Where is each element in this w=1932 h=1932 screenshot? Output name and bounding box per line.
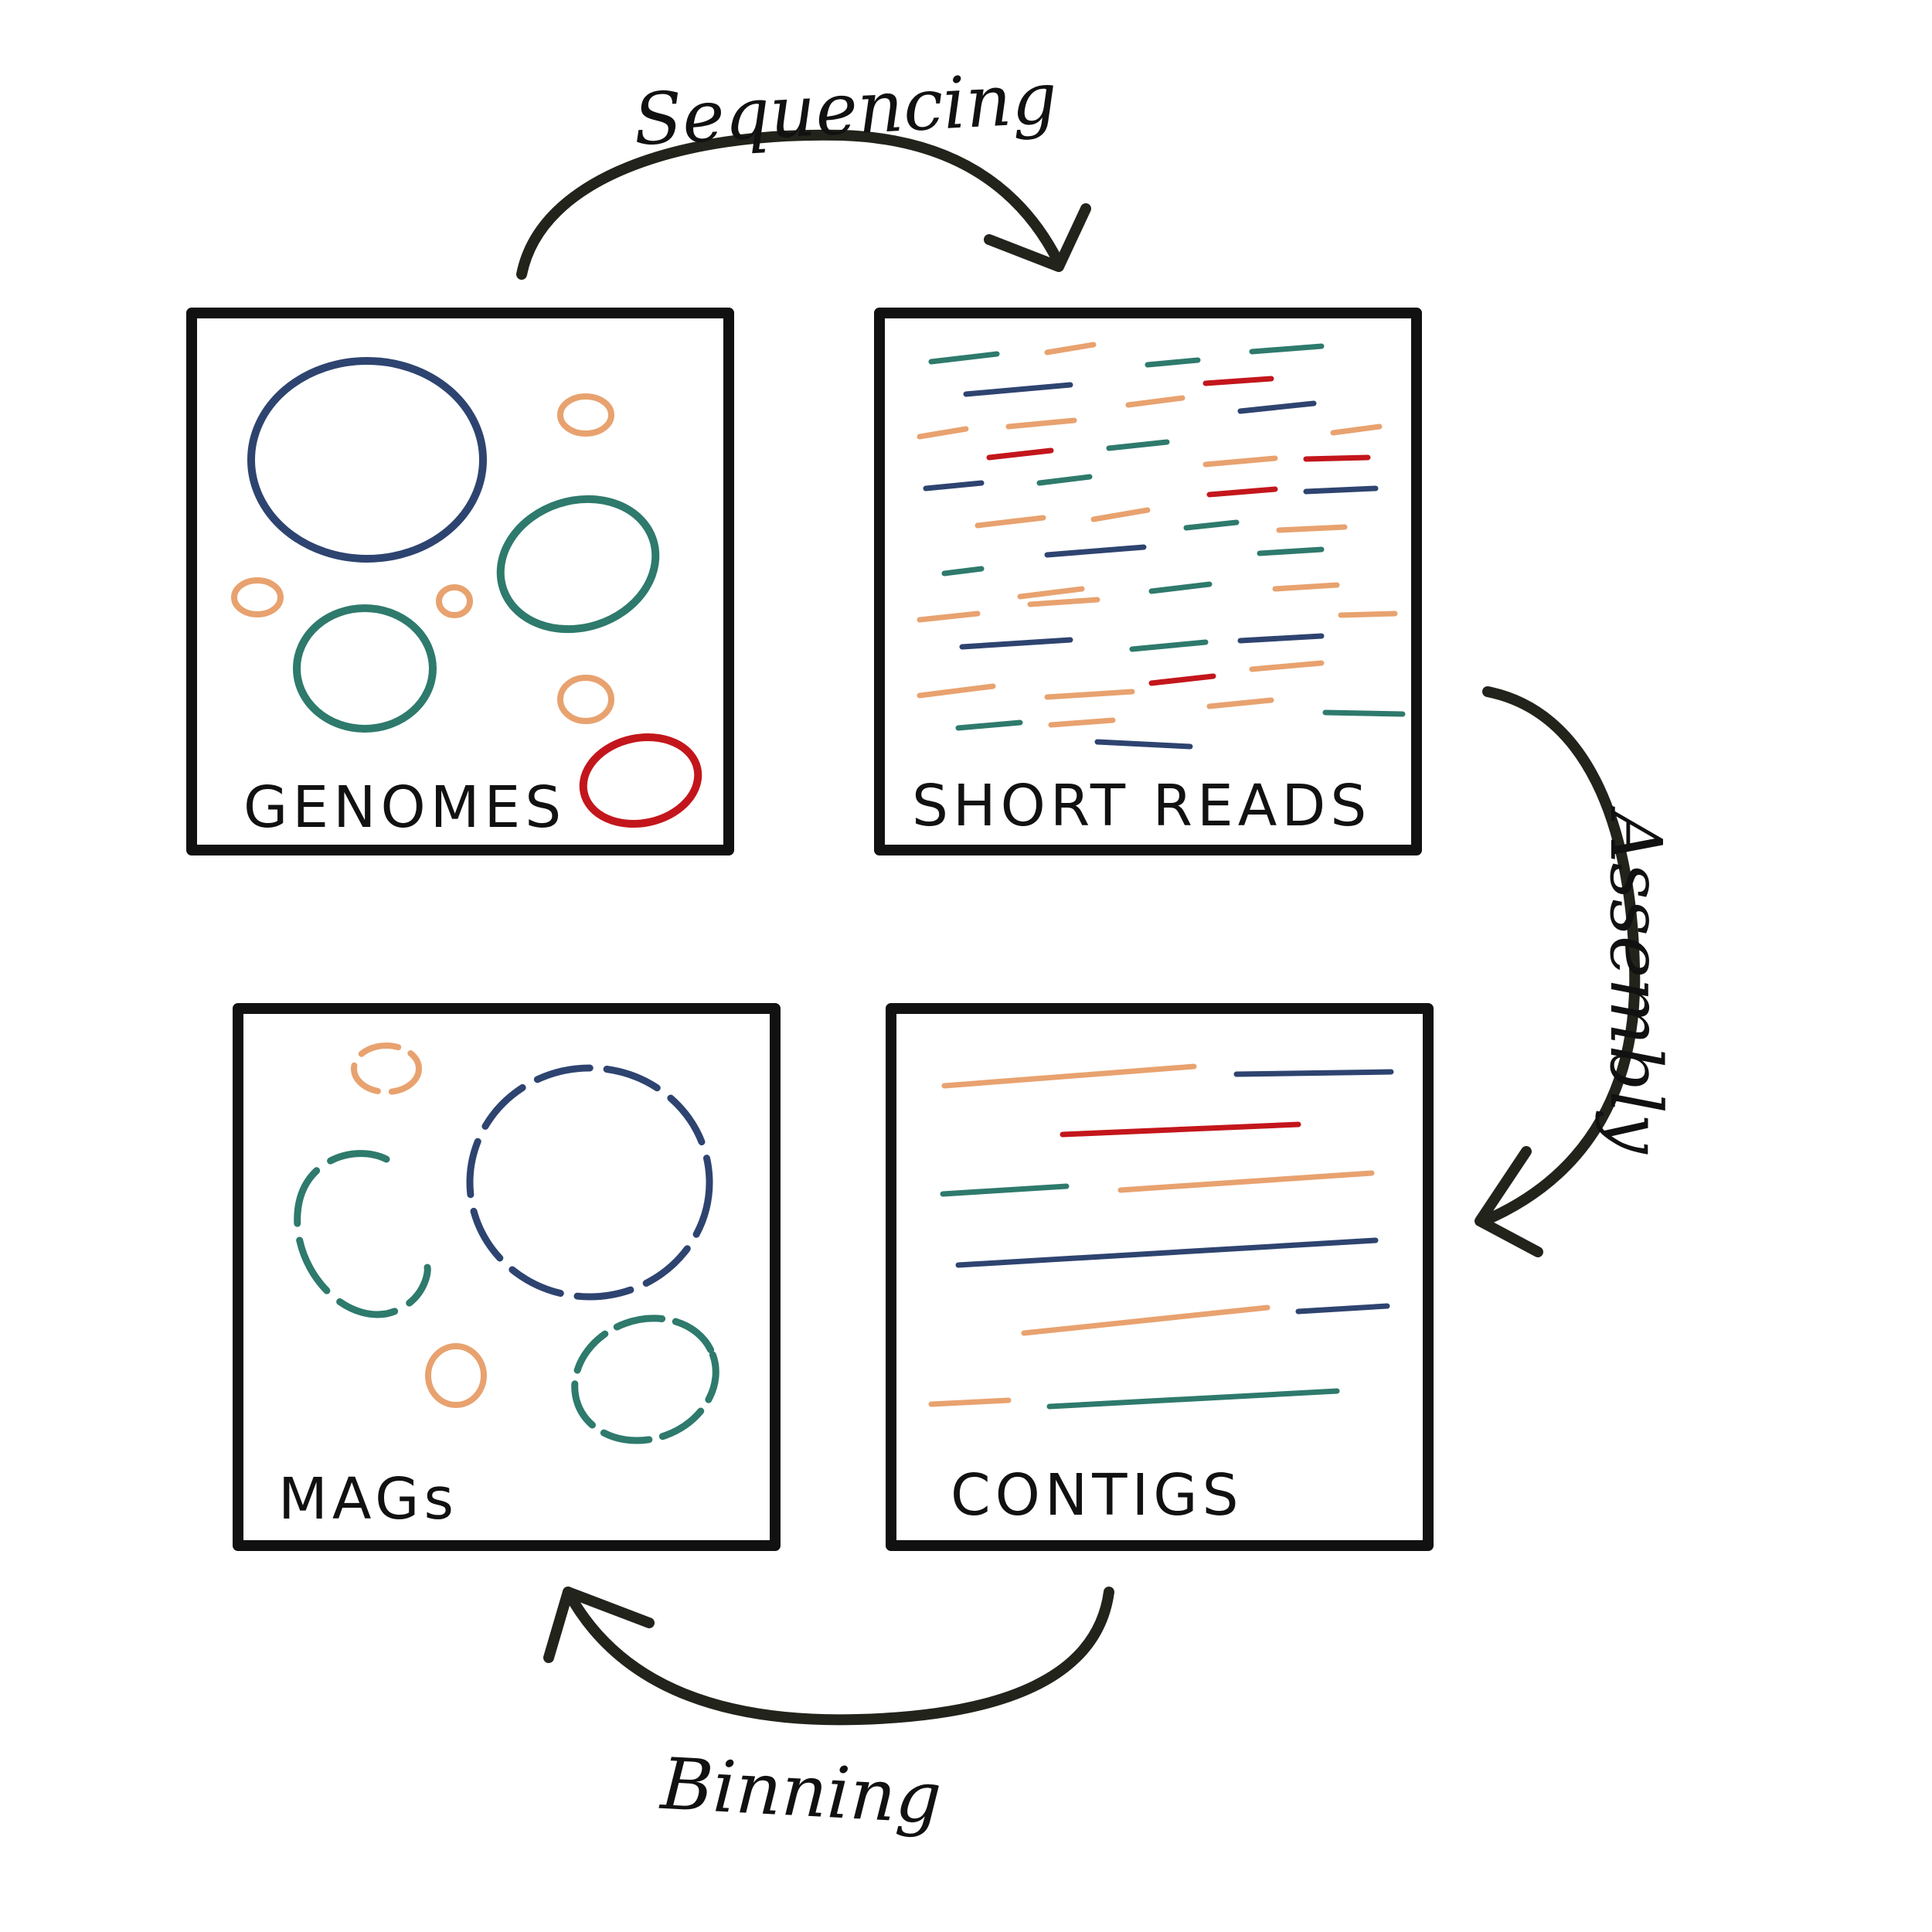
contig: [1117, 1170, 1375, 1193]
short-reads-panel-frame: [874, 308, 1422, 855]
short-read: [1322, 709, 1406, 717]
short-read: [1048, 717, 1116, 728]
short-read: [1005, 417, 1077, 430]
short-reads-group: [917, 342, 1406, 750]
short-read: [963, 382, 1073, 397]
short-read: [1044, 689, 1135, 700]
short-read: [1044, 342, 1097, 355]
short-read: [1237, 400, 1317, 414]
short-read: [975, 515, 1046, 529]
genome-circle: [557, 393, 614, 437]
mag-fragmented-circle: [351, 1043, 422, 1095]
assembly-arrow: [1475, 686, 1641, 1257]
binning-label: Binning: [658, 1743, 944, 1840]
short-read: [923, 480, 985, 492]
short-read: [1145, 357, 1201, 368]
contig: [1021, 1304, 1270, 1336]
short-read: [1237, 633, 1325, 644]
short-read: [1257, 546, 1325, 556]
mags-label: MAGs: [278, 1466, 458, 1532]
short-read: [1125, 395, 1185, 408]
short-reads-panel: SHORT READS: [874, 308, 1422, 855]
genomes-label: GENOMES: [243, 774, 566, 841]
short-read: [1044, 544, 1147, 558]
short-read: [1183, 519, 1240, 531]
binning-arrow: [543, 1587, 1114, 1726]
mags-panel-frame: [233, 1003, 781, 1551]
short-read: [1303, 454, 1371, 462]
short-read: [1206, 697, 1274, 709]
short-read: [917, 611, 981, 623]
short-read: [941, 566, 985, 577]
short-read: [1206, 486, 1278, 498]
genome-circle: [496, 495, 660, 634]
short-read: [959, 637, 1073, 650]
short-read: [1036, 474, 1093, 486]
contig: [941, 1063, 1197, 1089]
short-read: [986, 447, 1054, 461]
short-read: [1202, 455, 1278, 468]
short-read: [917, 426, 969, 440]
short-reads-label: SHORT READS: [912, 773, 1371, 839]
mag-fragmented-circle: [294, 1150, 431, 1318]
sequencing-label: Sequencing: [631, 56, 1059, 162]
short-read: [1017, 586, 1085, 600]
genomes-panel: GENOMES: [186, 308, 734, 855]
short-read: [1276, 524, 1348, 533]
genome-circle: [247, 357, 487, 563]
short-read: [1148, 673, 1216, 686]
genome-circle: [557, 675, 614, 724]
genome-circle: [231, 577, 284, 617]
genome-circle: [436, 584, 473, 618]
sequencing-arrow: [516, 129, 1091, 280]
mag-fragmented-circle: [571, 1315, 719, 1444]
short-read: [917, 683, 996, 699]
short-read: [1148, 581, 1213, 594]
assembly-label: Assembly: [1594, 805, 1677, 1155]
mag-fragmented-circle: [466, 1064, 713, 1301]
contigs-panel: CONTIGS: [886, 1003, 1434, 1551]
contig: [955, 1237, 1379, 1268]
short-read: [1330, 423, 1383, 436]
genome-circle: [579, 733, 702, 828]
short-read: [1303, 485, 1379, 495]
short-read: [1338, 611, 1398, 618]
short-read: [928, 351, 1000, 365]
short-read: [1249, 660, 1325, 672]
short-read: [1090, 507, 1151, 522]
mags-panel: MAGs: [233, 1003, 781, 1551]
short-read: [1272, 582, 1340, 592]
contig: [1060, 1121, 1301, 1138]
contig: [940, 1183, 1070, 1197]
short-read: [1129, 639, 1209, 652]
short-read: [1027, 597, 1100, 607]
contig: [1046, 1388, 1340, 1410]
short-read: [955, 719, 1023, 731]
short-read: [1202, 376, 1274, 386]
mag-circle: [425, 1343, 487, 1408]
contig: [928, 1397, 1012, 1407]
contig: [1295, 1303, 1390, 1315]
short-read: [1094, 739, 1193, 750]
contigs-panel-frame: [886, 1003, 1434, 1551]
short-read: [1106, 439, 1170, 451]
contig: [1233, 1069, 1394, 1077]
contigs-group: [928, 1063, 1394, 1410]
contigs-label: CONTIGS: [951, 1462, 1243, 1529]
short-read: [1249, 343, 1325, 355]
genome-circle: [293, 604, 437, 733]
